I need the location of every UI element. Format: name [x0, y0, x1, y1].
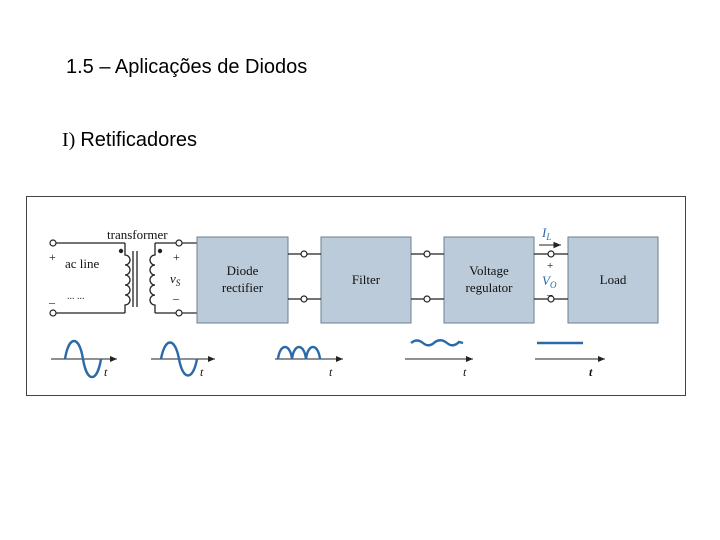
diagram-canvas: transformer + – ac line ... ... + vS – D…: [48, 225, 659, 379]
load-block: Load: [567, 236, 659, 324]
transformer-label: transformer: [107, 227, 168, 242]
vo-subscript: O: [550, 280, 557, 290]
transformer-symbol: [124, 243, 156, 313]
diode-rectifier-block: Diode rectifier: [196, 236, 289, 324]
input-minus-sign: –: [48, 295, 56, 309]
vs-label: vS: [170, 271, 181, 288]
vo-symbol: V: [542, 273, 552, 288]
node-terminals: [300, 250, 555, 303]
section-number: I): [62, 129, 76, 151]
vs-subscript: S: [176, 278, 181, 288]
rectifier-label-line2: rectifier: [222, 280, 264, 295]
load-label: Load: [600, 272, 627, 287]
il-symbol: I: [541, 225, 547, 240]
time-axis-label-3: t: [329, 365, 333, 379]
filter-label: Filter: [352, 272, 381, 287]
ac-line-sublabel: ... ...: [67, 291, 85, 302]
vo-plus-sign: +: [547, 260, 553, 272]
slide-title: 1.5 – Aplicações de Diodos: [66, 56, 308, 78]
time-axis-label-4: t: [463, 365, 467, 379]
time-axis-label-5: t: [589, 365, 593, 379]
voltage-regulator-block: Voltage regulator: [443, 236, 535, 324]
primary-dot: [118, 248, 124, 254]
rectifier-label-line1: Diode: [227, 263, 259, 278]
filter-block: Filter: [320, 236, 412, 324]
regulator-label-line1: Voltage: [469, 263, 509, 278]
vs-plus-sign: +: [173, 250, 180, 264]
interconnect-filter-regulator: [411, 253, 444, 300]
vs-symbol: v: [170, 271, 176, 286]
secondary-dot: [157, 248, 163, 254]
interconnect-rectifier-filter: [288, 253, 321, 300]
vo-label: VO: [542, 273, 557, 290]
power-supply-block-diagram: transformer + – ac line ... ... + vS – D…: [26, 196, 686, 396]
secondary-terminals: [175, 239, 183, 317]
section-heading: I) Retificadores: [62, 129, 197, 152]
waveform-transformer-output: t: [151, 341, 215, 379]
section-label: Retificadores: [80, 129, 198, 151]
waveform-ac-input: t: [51, 339, 117, 379]
il-subscript: L: [545, 232, 551, 242]
vo-minus-sign: –: [546, 289, 553, 301]
regulator-label-line2: regulator: [466, 280, 514, 295]
input-plus-sign: +: [49, 250, 56, 264]
il-label: IL: [541, 225, 551, 242]
waveform-rectified: t: [275, 345, 343, 379]
waveform-regulated-dc: t: [535, 341, 605, 379]
vs-minus-sign: –: [172, 291, 180, 305]
ac-line-label: ac line: [65, 256, 100, 271]
time-axis-label-2: t: [200, 365, 204, 379]
time-axis-label-1: t: [104, 365, 108, 379]
waveform-filtered: t: [405, 339, 473, 379]
